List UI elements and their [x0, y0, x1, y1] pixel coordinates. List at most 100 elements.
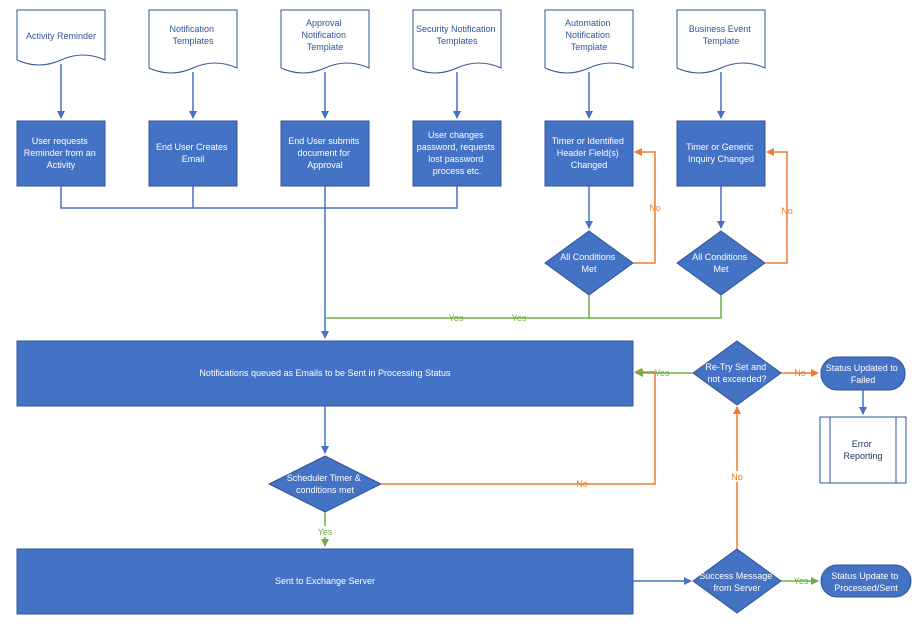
doc-automation-line2: Notification: [565, 30, 610, 40]
box-notifications-queued: Notifications queued as Emails to be Sen…: [16, 340, 634, 407]
doc-notification-templates: Notification Templates: [148, 9, 238, 74]
box-timer-header-fields: Timer or Identified Header Field(s) Chan…: [544, 120, 634, 187]
box-password-line1: User changes: [428, 130, 484, 140]
box-timer-header-line3: Changed: [571, 160, 608, 170]
svg-text:Activity Reminder: Activity Reminder: [26, 31, 96, 41]
box-submits-line2: document for: [297, 148, 350, 158]
svg-text:Re-Try Set and not excee: Re-Try Set and not exceeded?: [705, 362, 768, 384]
success-no-label: No: [731, 472, 743, 482]
svg-text:Status Update to Process: Status Update to Processed/Sent: [831, 571, 901, 593]
box-end-user-creates-email: End User Creates Email: [148, 120, 238, 187]
decision2-line2: Met: [713, 264, 729, 274]
box-submits-line3: Approval: [307, 160, 343, 170]
svg-text:Timer or Identified Head: Timer or Identified Header Field(s) Chan…: [552, 136, 627, 170]
svg-text:Error Reporting: Error Reporting: [843, 439, 882, 461]
box-timer-generic-inquiry: Timer or Generic Inquiry Changed: [676, 120, 766, 187]
doc-approval-line2: Notification: [301, 30, 346, 40]
doc-business-line2: Template: [703, 36, 740, 46]
decision-retry-set: Re-Try Set and not exceeded?: [692, 340, 782, 406]
box-timer-inquiry-line1: Timer or Generic: [686, 142, 754, 152]
error-line2: Reporting: [843, 451, 882, 461]
svg-text:Business Event Template: Business Event Template: [689, 24, 754, 46]
svg-text:Success Message from Ser: Success Message from Server: [699, 571, 775, 593]
doc-to-trigger-arrows: [57, 64, 725, 119]
no-loop-2: [765, 148, 788, 264]
success-line1: Success Message: [699, 571, 772, 581]
doc-security-line1: Security Notification: [416, 24, 496, 34]
doc-security-notification-templates: Security Notification Templates: [412, 9, 502, 74]
box-timer-header-line1: Timer or Identified: [552, 136, 624, 146]
box-reminder-line2: Reminder from an: [24, 148, 96, 158]
retry-line1: Re-Try Set and: [705, 362, 766, 372]
doc-approval-line1: Approval: [306, 18, 342, 28]
retry-yes-label: Yes: [655, 368, 670, 378]
success-yes-label: Yes: [794, 576, 809, 586]
box-password-line4: process etc.: [433, 166, 482, 176]
box-timer-inquiry-line2: Inquiry Changed: [688, 154, 754, 164]
svg-text:Approval Notification: Approval Notification Template: [301, 18, 348, 52]
svg-text:User changes password, r: User changes password, requests lost pas…: [417, 130, 498, 176]
decision-success-message: Success Message from Server: [692, 548, 782, 614]
svg-text:All Conditions Met: All Conditions Met: [560, 252, 618, 274]
svg-text:Scheduler Timer & condit: Scheduler Timer & conditions met: [287, 473, 364, 495]
processed-line2: Processed/Sent: [834, 583, 898, 593]
doc-activity-reminder-label: Activity Reminder: [26, 31, 96, 41]
yes-connectors: [325, 295, 722, 319]
no-label-1: No: [649, 203, 661, 213]
svg-text:End User Creates Email: End User Creates Email: [156, 142, 230, 164]
decision1-line2: Met: [581, 264, 597, 274]
svg-text:User requests Reminder f: User requests Reminder from an Activity: [24, 136, 99, 170]
yes-label-2: Yes: [512, 313, 527, 323]
doc-notification-templates-line1: Notification: [169, 24, 214, 34]
box-reminder-line1: User requests: [32, 136, 89, 146]
doc-activity-reminder: Activity Reminder: [16, 9, 106, 66]
box-user-requests-reminder: User requests Reminder from an Activity: [16, 120, 106, 187]
box-timer-header-line2: Header Field(s): [557, 148, 619, 158]
scheduler-no-label: No: [576, 479, 588, 489]
merge-connector: [60, 186, 458, 339]
trigger-to-decision-arrows: [585, 186, 725, 229]
no-label-2: No: [781, 206, 793, 216]
terminal-status-processed: Status Update to Processed/Sent: [820, 564, 912, 598]
doc-notification-templates-line2: Templates: [172, 36, 214, 46]
decision-scheduler-timer: Scheduler Timer & conditions met: [267, 455, 383, 513]
doc-security-line2: Templates: [436, 36, 478, 46]
doc-business-line1: Business Event: [689, 24, 752, 34]
scheduler-yes-label-bg: [313, 526, 337, 537]
svg-text:Security Notification Te: Security Notification Templates: [416, 24, 498, 46]
failed-line1: Status Updated to: [826, 363, 898, 373]
doc-approval-line3: Template: [307, 42, 344, 52]
doc-business-event-template: Business Event Template: [676, 9, 766, 74]
decision-all-conditions-met-2: All Conditions Met: [676, 230, 766, 296]
doc-automation-line1: Automation: [565, 18, 611, 28]
svg-text:Notification Templates: Notification Templates: [169, 24, 216, 46]
retry-line2: not exceeded?: [707, 374, 766, 384]
box-user-changes-password: User changes password, requests lost pas…: [412, 120, 502, 187]
svg-text:Automation Notification: Automation Notification Template: [565, 18, 613, 52]
doc-automation-line3: Template: [571, 42, 608, 52]
box-password-line2: password, requests: [417, 142, 496, 152]
box-creates-email-line1: End User Creates: [156, 142, 228, 152]
retry-no-label: No: [794, 368, 806, 378]
terminal-status-failed: Status Updated to Failed: [820, 356, 906, 391]
yes-label-1: Yes: [449, 313, 464, 323]
scheduler-yes-label: Yes: [318, 527, 333, 537]
success-line2: from Server: [713, 583, 760, 593]
process-error-reporting: Error Reporting: [819, 416, 907, 484]
box-queued-label: Notifications queued as Emails to be Sen…: [199, 368, 451, 378]
svg-text:Timer or Generic Inquiry: Timer or Generic Inquiry Changed: [686, 142, 756, 164]
error-line1: Error: [852, 439, 872, 449]
svg-text:Status Updated to Failed: Status Updated to Failed: [826, 363, 901, 385]
svg-text:End User submits documen: End User submits document for Approval: [288, 136, 362, 170]
box-password-line3: lost password: [428, 154, 483, 164]
decision2-line1: All Conditions: [692, 252, 748, 262]
box-end-user-submits-document: End User submits document for Approval: [280, 120, 370, 187]
doc-approval-notification-template: Approval Notification Template: [280, 9, 370, 74]
box-sent-to-exchange: Sent to Exchange Server: [16, 548, 634, 615]
failed-line2: Failed: [851, 375, 876, 385]
decision-all-conditions-met-1: All Conditions Met: [544, 230, 634, 296]
svg-text:All Conditions Met: All Conditions Met: [692, 252, 750, 274]
box-submits-line1: End User submits: [288, 136, 360, 146]
box-exchange-label: Sent to Exchange Server: [275, 576, 375, 586]
